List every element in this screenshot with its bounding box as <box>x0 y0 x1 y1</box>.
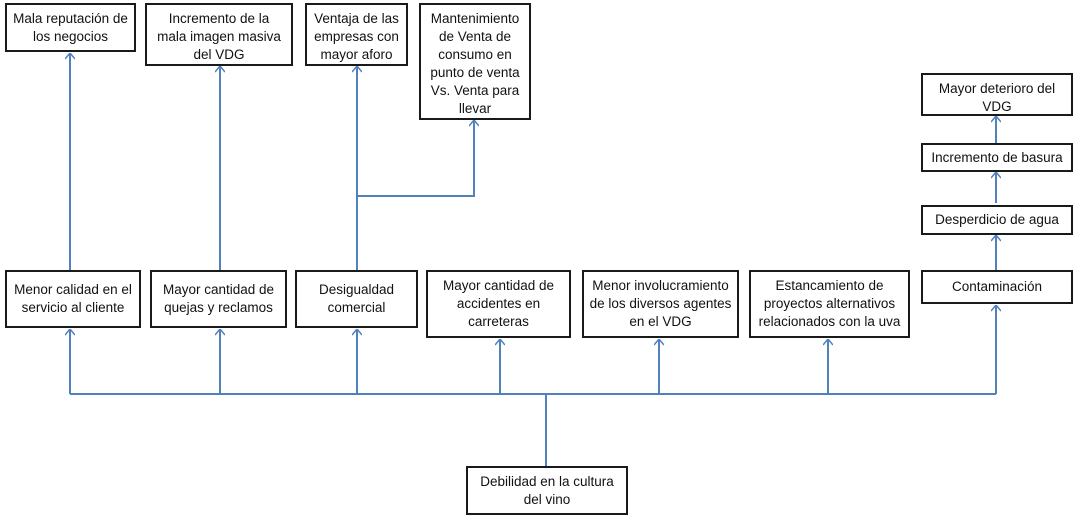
cause-accidentes: Mayor cantidad de accidentes en carreter… <box>426 270 571 338</box>
effect-mantenimiento: Mantenimiento de Venta de consumo en pun… <box>419 3 531 120</box>
effect-basura: Incremento de basura <box>921 143 1073 172</box>
cause-menor-calidad: Menor calidad en el servicio al cliente <box>5 270 141 328</box>
cause-quejas: Mayor cantidad de quejas y reclamos <box>150 270 287 328</box>
root-problem: Debilidad en la cultura del vino <box>466 466 628 515</box>
cause-contaminacion: Contaminación <box>921 270 1073 304</box>
effect-deterioro: Mayor deterioro del VDG <box>921 73 1073 116</box>
effect-ventaja: Ventaja de las empresas con mayor aforo <box>305 3 408 66</box>
cause-estancamiento: Estancamiento de proyectos alternativos … <box>749 270 910 338</box>
effect-mala-reputacion: Mala reputación de los negocios <box>5 3 136 52</box>
effect-mala-imagen: Incremento de la mala imagen masiva del … <box>145 3 293 66</box>
cause-desigualdad: Desigualdad comercial <box>295 270 418 328</box>
cause-involucramiento: Menor involucramiento de los diversos ag… <box>582 270 739 338</box>
effect-desperdicio: Desperdicio de agua <box>921 205 1073 235</box>
branch-to-mantenimiento <box>357 121 474 197</box>
